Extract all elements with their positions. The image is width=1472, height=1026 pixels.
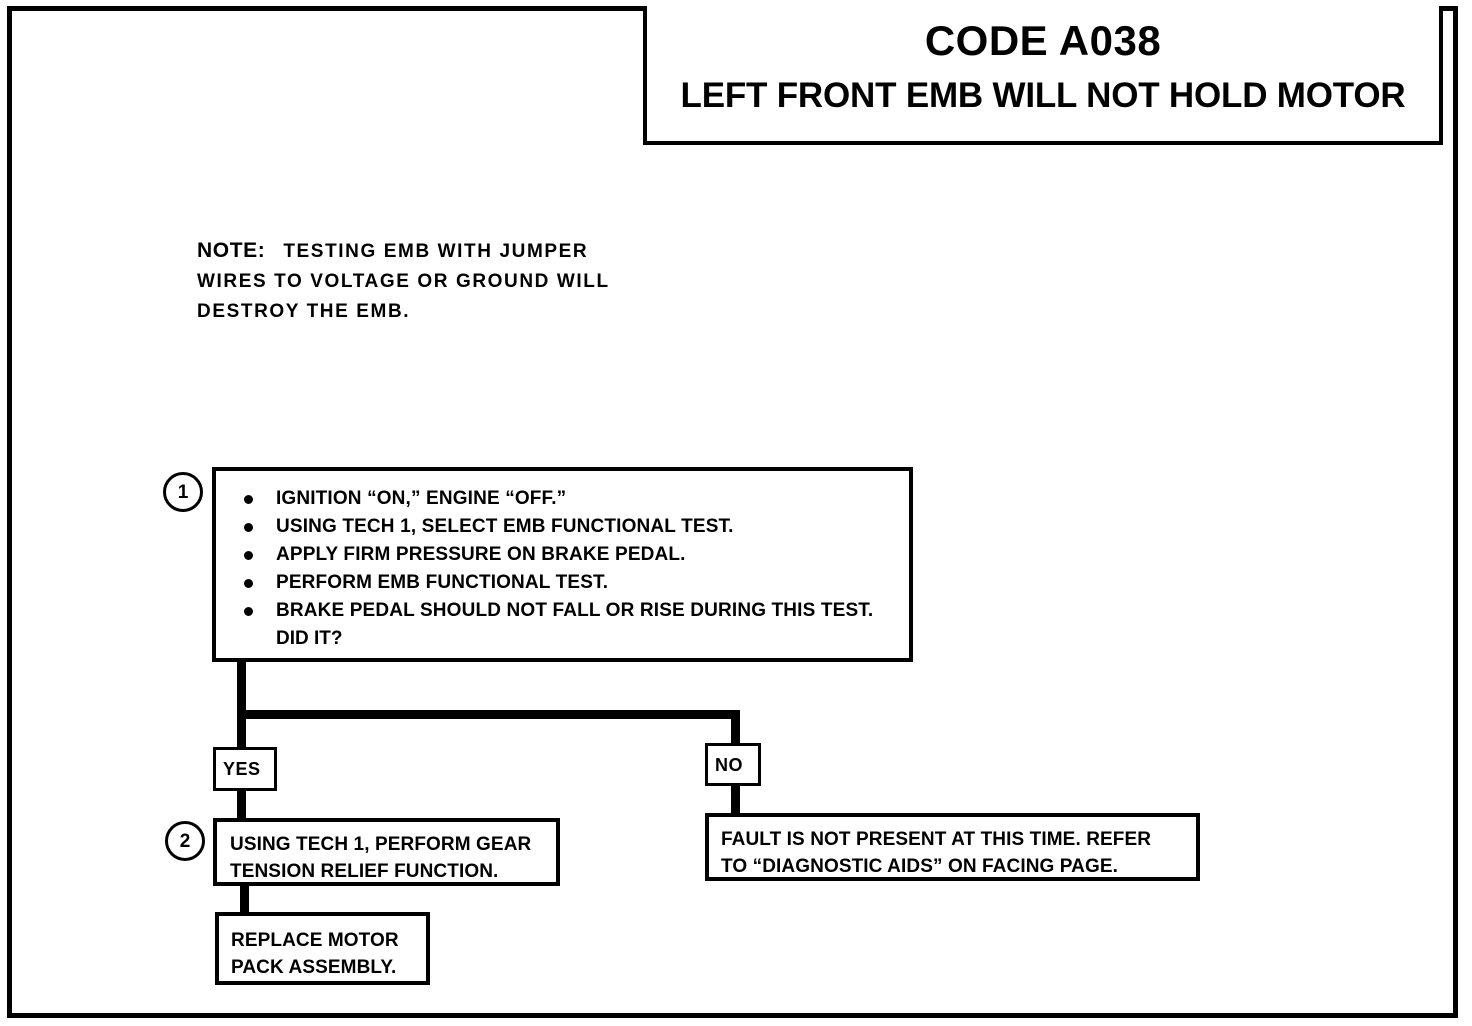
step-2-line-2: TENSION RELIEF FUNCTION.	[230, 861, 499, 882]
step-1-bullet-2: USING TECH 1, SELECT EMB FUNCTIONAL TEST…	[276, 516, 734, 537]
bullet-dot-icon	[244, 579, 253, 588]
step-1-bullet-3: APPLY FIRM PRESSURE ON BRAKE PEDAL.	[276, 544, 686, 565]
list-item: PERFORM EMB FUNCTIONAL TEST.	[238, 569, 909, 597]
bullet-dot-icon	[244, 551, 253, 560]
step-number-1-label: 1	[177, 481, 189, 503]
no-fault-line-1: FAULT IS NOT PRESENT AT THIS TIME. REFER	[721, 829, 1152, 850]
note-line-1: TESTING EMB WITH JUMPER	[283, 241, 589, 262]
code-title: CODE A038	[924, 17, 1162, 64]
branch-no-text: NO	[715, 754, 743, 775]
step-1-bullet-list: IGNITION “ON,” ENGINE “OFF.” USING TECH …	[238, 485, 909, 625]
connector-split-horizontal	[237, 710, 740, 719]
connector-no-to-result	[731, 783, 740, 816]
note-first-line: NOTE: TESTING EMB WITH JUMPER	[197, 236, 717, 267]
replace-motor-pack-box: REPLACE MOTOR PACK ASSEMBLY.	[215, 912, 430, 985]
connector-step2-to-replace	[240, 884, 249, 915]
step-1-bullet-4: PERFORM EMB FUNCTIONAL TEST.	[276, 572, 609, 593]
connector-step1-to-split	[237, 661, 246, 718]
branch-label-no: NO	[705, 743, 761, 786]
step-1-bullet-1: IGNITION “ON,” ENGINE “OFF.”	[276, 488, 567, 509]
connector-to-no	[731, 710, 740, 746]
step-number-1: 1	[163, 472, 203, 512]
branch-label-yes: YES	[213, 747, 277, 791]
connector-to-yes	[237, 710, 246, 750]
bullet-dot-icon	[244, 607, 253, 616]
connector-yes-to-step2	[237, 788, 246, 821]
list-item: APPLY FIRM PRESSURE ON BRAKE PEDAL.	[238, 541, 909, 569]
step-number-2-label: 2	[179, 830, 191, 852]
no-fault-line-2: TO “DIAGNOSTIC AIDS” ON FACING PAGE.	[721, 856, 1118, 877]
step-2-line-1: USING TECH 1, PERFORM GEAR	[230, 834, 532, 855]
list-item: IGNITION “ON,” ENGINE “OFF.”	[238, 485, 909, 513]
step-1-bullet-5: BRAKE PEDAL SHOULD NOT FALL OR RISE DURI…	[276, 600, 874, 621]
step-number-2: 2	[165, 821, 205, 861]
step-1-box: IGNITION “ON,” ENGINE “OFF.” USING TECH …	[212, 467, 913, 662]
no-fault-present-box: FAULT IS NOT PRESENT AT THIS TIME. REFER…	[705, 813, 1200, 881]
step-1-question: DID IT?	[276, 628, 343, 649]
note-line-3: DESTROY THE EMB.	[197, 301, 411, 322]
note-block: NOTE: TESTING EMB WITH JUMPER WIRES TO VO…	[197, 236, 717, 327]
replace-line-1: REPLACE MOTOR	[231, 930, 399, 951]
step-2-box: USING TECH 1, PERFORM GEAR TENSION RELIE…	[213, 818, 560, 886]
note-line-2: WIRES TO VOLTAGE OR GROUND WILL	[197, 271, 610, 292]
bullet-dot-icon	[244, 495, 253, 504]
list-item: BRAKE PEDAL SHOULD NOT FALL OR RISE DURI…	[238, 597, 909, 625]
code-description: LEFT FRONT EMB WILL NOT HOLD MOTOR	[680, 76, 1406, 115]
replace-line-2: PACK ASSEMBLY.	[231, 957, 397, 978]
title-block: CODE A038 LEFT FRONT EMB WILL NOT HOLD M…	[643, 6, 1443, 145]
bullet-dot-icon	[244, 523, 253, 532]
branch-yes-text: YES	[223, 759, 261, 779]
list-item: USING TECH 1, SELECT EMB FUNCTIONAL TEST…	[238, 513, 909, 541]
note-label: NOTE:	[197, 239, 266, 262]
